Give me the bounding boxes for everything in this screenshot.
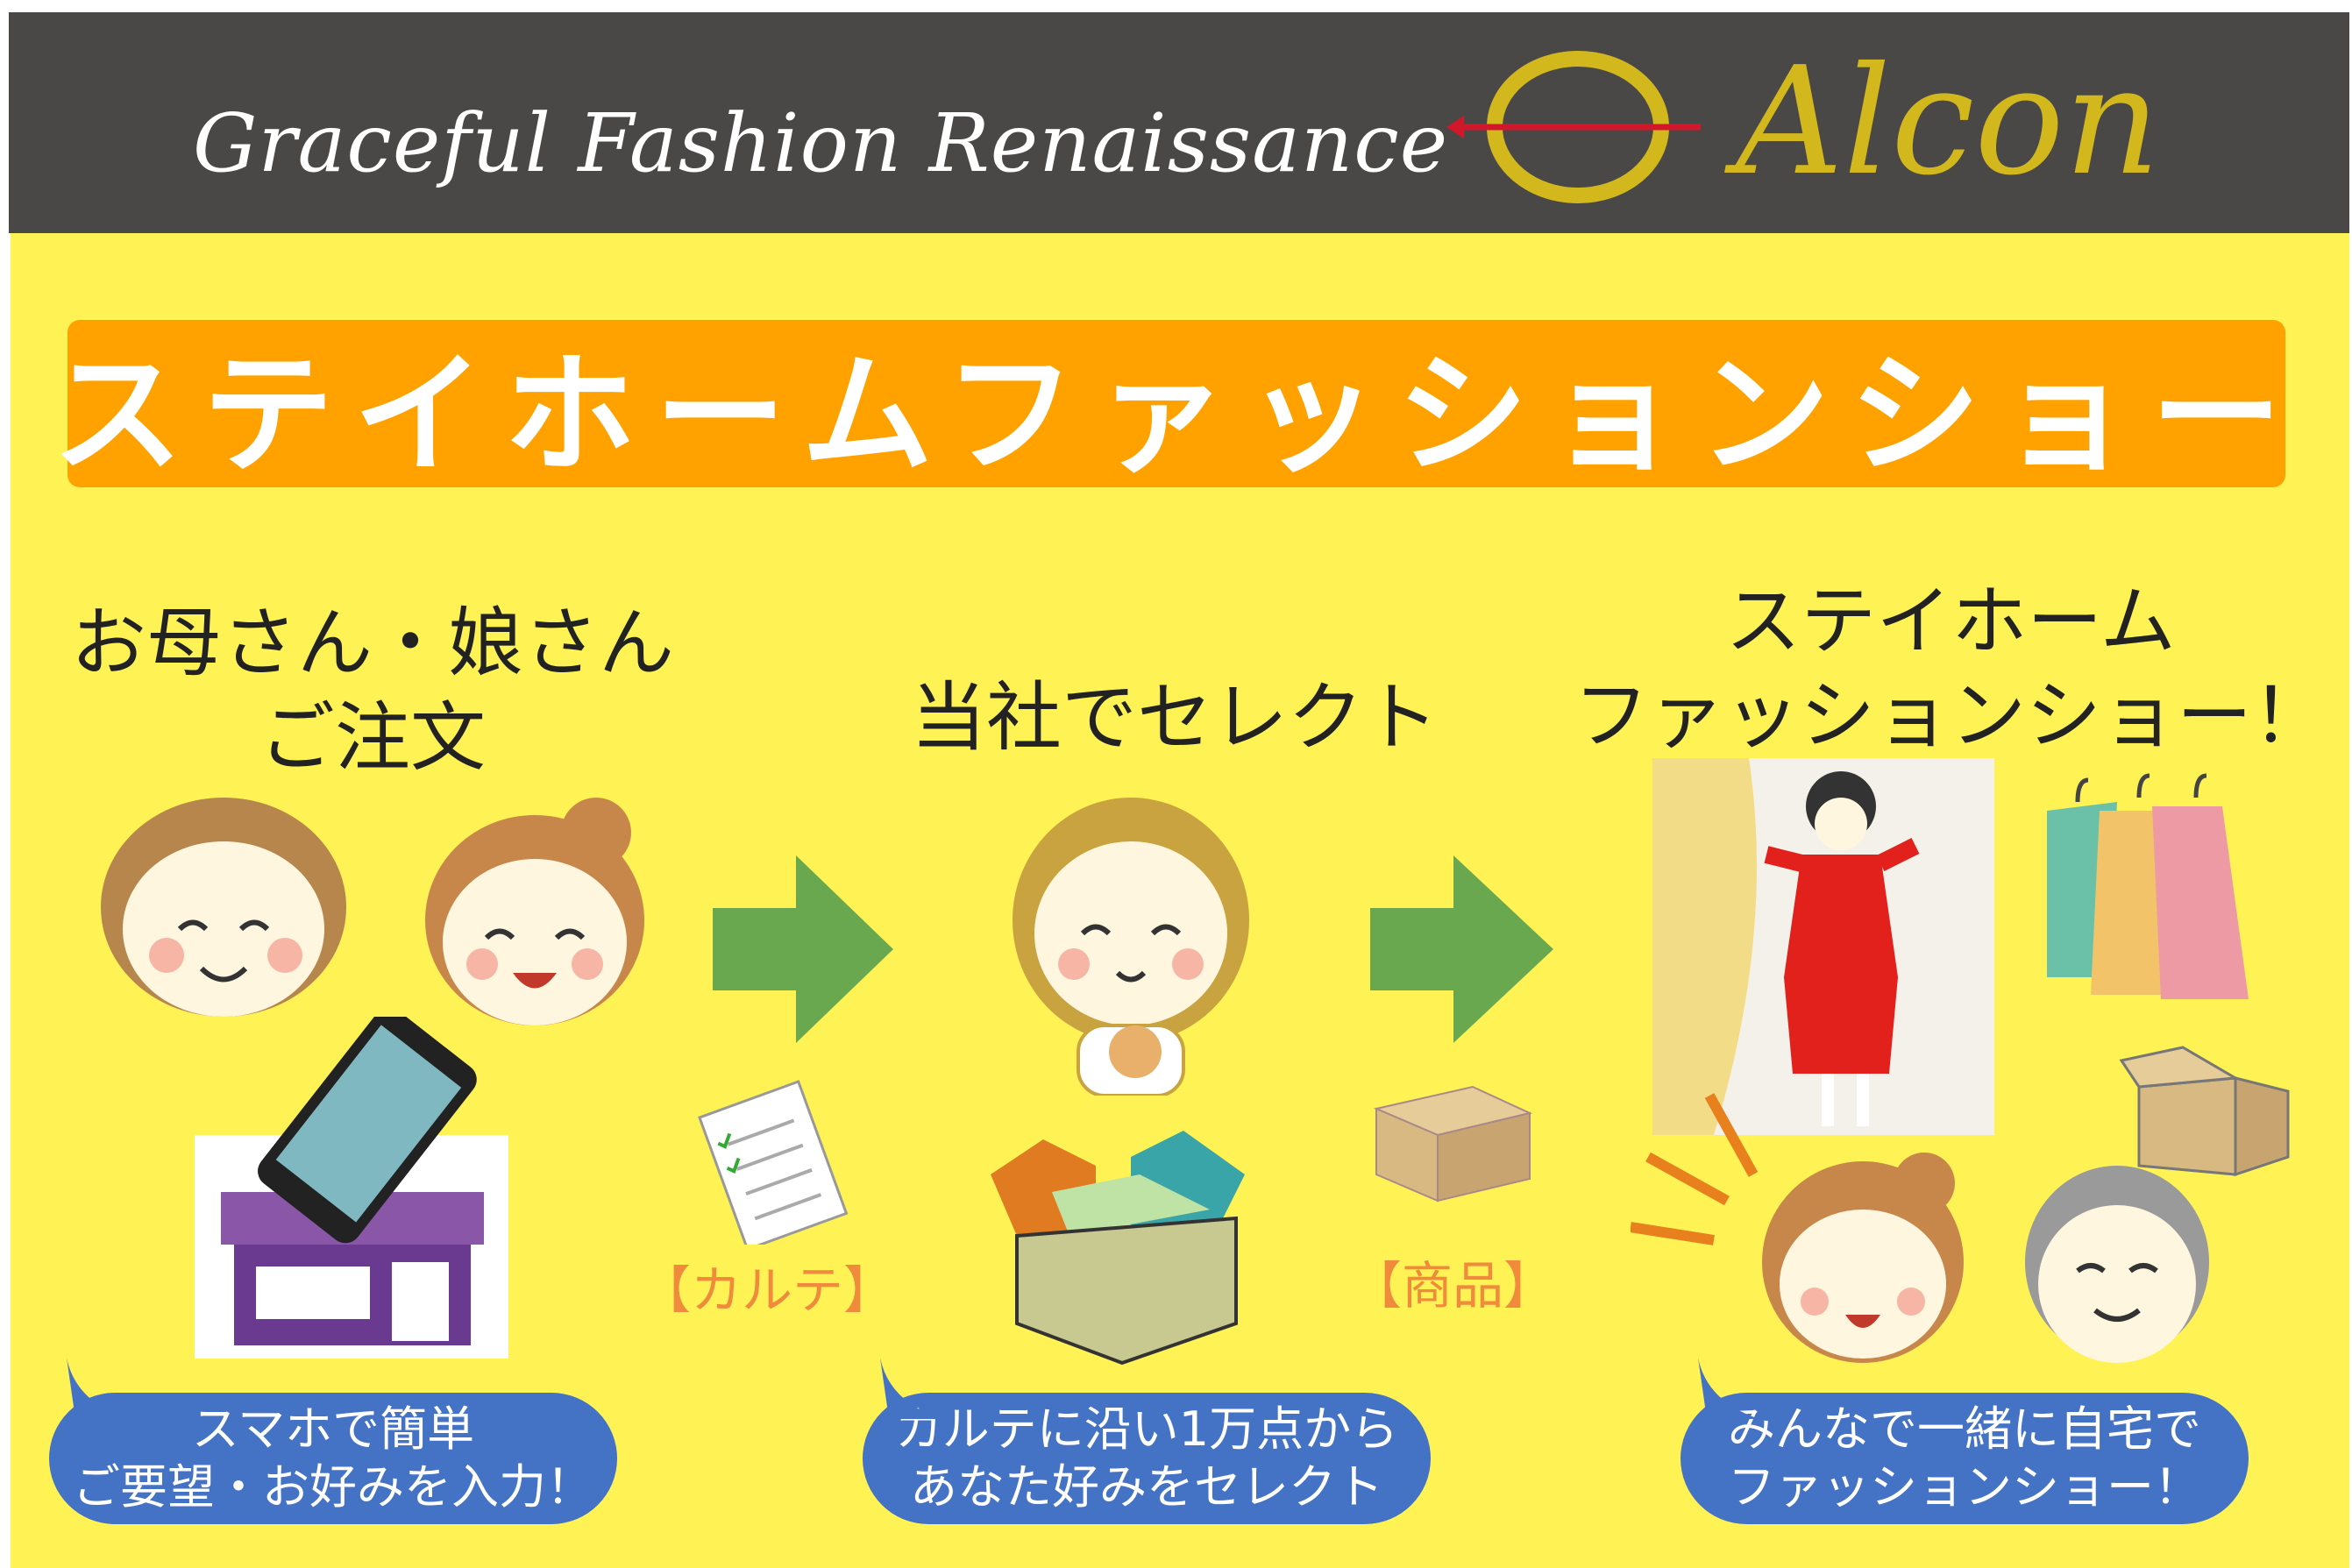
alcon-logo-icon — [1446, 51, 1701, 203]
step1-bubble-line2: ご要望・お好みを入力！ — [73, 1459, 593, 1515]
step1-heading-line2: ご注文 — [259, 694, 486, 782]
family-faces-icon — [1631, 1093, 2209, 1363]
fashion-show-icon — [1652, 758, 2249, 1135]
bubble-tail-icon — [1698, 1358, 1759, 1419]
open-box-icon — [2119, 1046, 2290, 1177]
step3-heading-line2: ファッションショー！ — [1574, 672, 2327, 760]
title-banner: ステイホームファッションショー — [52, 320, 2285, 492]
bubble-tail-icon — [880, 1358, 942, 1419]
step2-bubble-line2: あなた好みをセレクト — [910, 1459, 1383, 1515]
step3-heading-line1: ステイホーム — [1725, 578, 2176, 665]
step3-bubble-line1: みんなで一緒に自宅で — [1728, 1401, 2201, 1457]
banner-title: ステイホームファッションショー — [51, 339, 2302, 492]
step3-speech-bubble: みんなで一緒に自宅で ファッションショー！ — [1681, 1358, 2249, 1524]
step1-heading: お母さん・娘さん ご注文 — [71, 596, 674, 785]
karte-notepad-icon — [698, 1080, 849, 1245]
arrow-right-icon — [1370, 855, 1553, 1043]
tagline: Graceful Fashion Renaissance — [193, 96, 1449, 190]
step2-heading-line1: 当社でセレクト — [911, 674, 1439, 762]
step3-heading: ステイホーム ファッションショー！ — [1574, 574, 2327, 763]
step1-speech-bubble: スマホで簡単 ご要望・お好みを入力！ — [49, 1358, 617, 1524]
staff-face-icon — [1013, 798, 1249, 1096]
step1-heading-line1: お母さん・娘さん — [71, 600, 674, 687]
mother-face-icon — [101, 798, 644, 1025]
karte-label: 【カルテ】 — [639, 1260, 895, 1320]
step3-bubble-line2: ファッションショー！ — [1728, 1459, 2201, 1515]
shop-smartphone-icon — [195, 1017, 508, 1359]
product-box-icon — [1373, 1085, 1533, 1203]
product-label: 【商品】 — [1350, 1256, 1555, 1316]
step2-heading: 当社でセレクト — [911, 670, 1439, 765]
step2-bubble-line1: カルテに沿い1万点から — [894, 1401, 1399, 1457]
bubble-tail-icon — [67, 1358, 128, 1419]
step2-speech-bubble: カルテに沿い1万点から あなた好みをセレクト — [863, 1358, 1431, 1524]
clothes-box-icon — [991, 1131, 1245, 1366]
step1-bubble-line1: スマホで簡単 — [191, 1401, 475, 1457]
header — [9, 12, 2349, 233]
arrow-right-icon — [713, 855, 893, 1043]
brand-name: Alcon — [1736, 35, 2161, 209]
